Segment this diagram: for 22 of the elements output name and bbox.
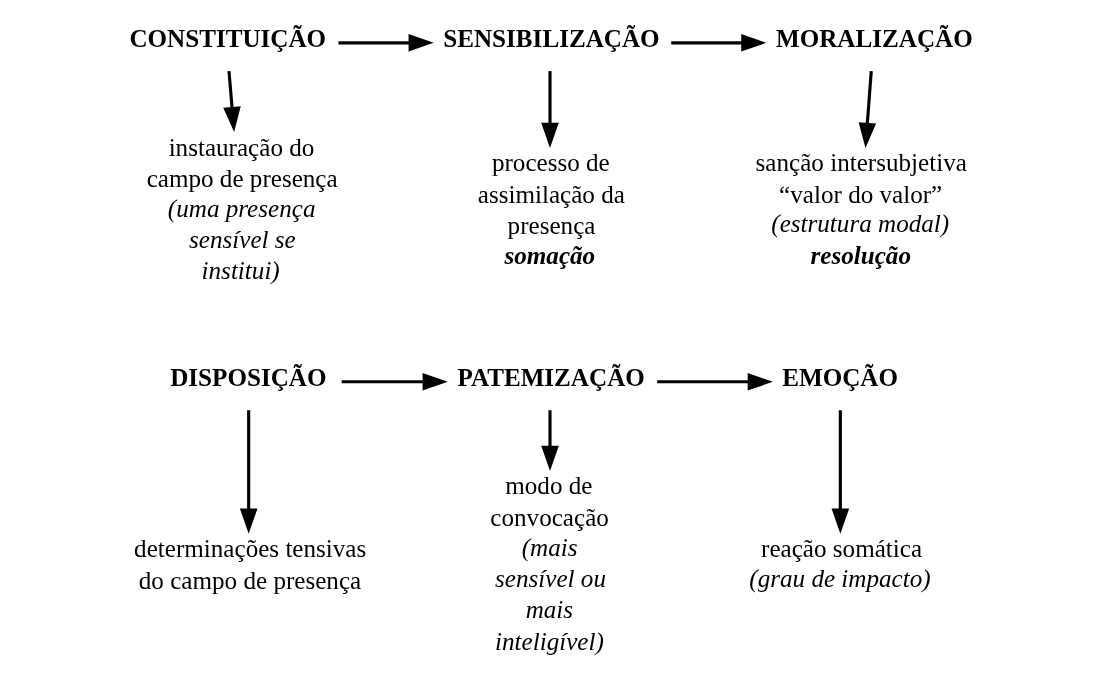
arrow xyxy=(223,70,241,132)
node-text: SENSIBILIZAÇÃO xyxy=(443,25,660,53)
node-text: CONSTITUIÇÃO xyxy=(129,25,327,53)
arrow xyxy=(341,373,448,391)
arrow xyxy=(338,34,434,52)
node-text: MORALIZAÇÃO xyxy=(775,25,973,53)
arrow xyxy=(671,34,767,52)
arrow xyxy=(858,71,877,148)
node-text: PATEMIZAÇÃO xyxy=(457,364,645,392)
node-text: instauração do campo de presença (uma presença sensível se institui) xyxy=(146,133,338,285)
arrow xyxy=(239,410,258,534)
node-text: reação somática (grau de impacto) xyxy=(749,535,931,593)
arrow xyxy=(657,373,773,391)
node-text: processo de assimilação da presença somação xyxy=(477,149,625,269)
node-text: determinações tensivas do campo de presença xyxy=(134,535,367,594)
arrow xyxy=(541,410,559,471)
node-text: EMOÇÃO xyxy=(782,364,899,392)
node-text: DISPOSIÇÃO xyxy=(170,364,327,392)
arrow xyxy=(831,410,850,534)
arrow xyxy=(541,71,559,148)
node-text: modo de convocação (mais sensível ou mais inteligível) xyxy=(490,472,609,655)
node-text: sanção intersubjetiva “valor do valor” (estrutura modal) resolução xyxy=(755,149,967,269)
